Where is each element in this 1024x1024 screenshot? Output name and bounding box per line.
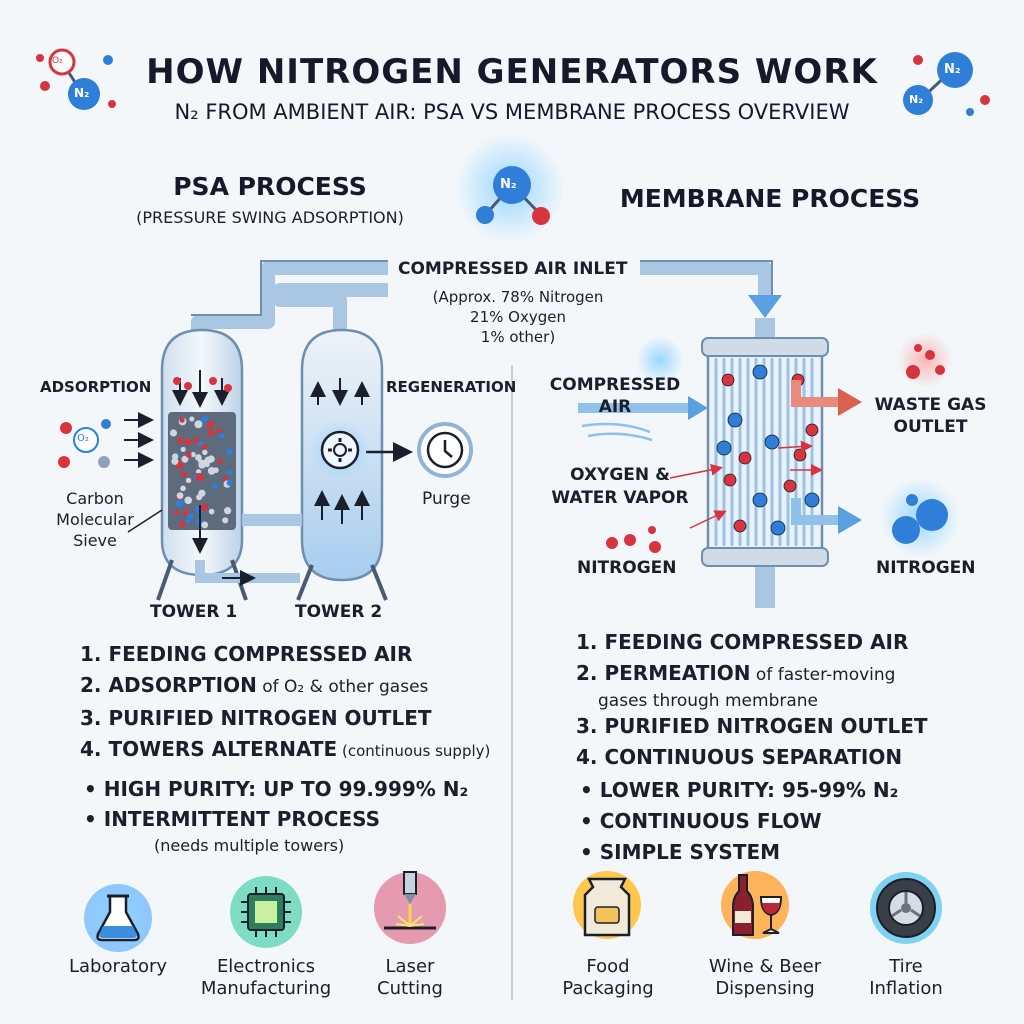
membrane-bullet-2: • CONTINUOUS FLOW (580, 809, 822, 833)
center-n2-molecule (455, 133, 565, 243)
membrane-step-3: 3. PURIFIED NITROGEN OUTLET (576, 714, 928, 738)
psa-step-3: 3. PURIFIED NITROGEN OUTLET (80, 706, 432, 730)
gear-icon (310, 420, 370, 480)
inlet-line-2: 21% Oxygen (470, 308, 566, 326)
membrane-step-4: 4. CONTINUOUS SEPARATION (576, 745, 903, 769)
nitrogen-left-label: NITROGEN (577, 558, 677, 578)
psa-bullet-note: (needs multiple towers) (154, 836, 345, 855)
tire-icon (870, 872, 942, 944)
sieve-label-3: Sieve (73, 531, 117, 550)
sieve-label-1: Carbon (66, 489, 124, 508)
sieve-label: Carbon Molecular Sieve (52, 488, 138, 551)
membrane-bullets: • LOWER PURITY: 95-99% N₂ • CONTINUOUS F… (580, 775, 1000, 868)
membrane-step-1: 1. FEEDING COMPRESSED AIR (576, 630, 909, 654)
app-laboratory: Laboratory (68, 956, 168, 977)
header-molecules-left (36, 48, 116, 110)
o2-left-label: O₂ (77, 433, 89, 444)
membrane-step-2-cont: gases through membrane (598, 691, 818, 711)
inlet-pipes (191, 261, 772, 340)
nitrogen-left-molecules (636, 336, 684, 384)
n2-molecule-label-left: N₂ (74, 86, 90, 100)
adsorption-label: ADSORPTION (40, 378, 152, 396)
psa-step-2: 2. ADSORPTION of O₂ & other gases (80, 673, 429, 697)
nitrogen-right-label: NITROGEN (876, 558, 976, 578)
psa-title: PSA PROCESS (173, 172, 367, 201)
tower-2-label: TOWER 2 (295, 602, 383, 622)
page-title: HOW NITROGEN GENERATORS WORK (146, 52, 878, 92)
page-subtitle: N₂ FROM AMBIENT AIR: PSA VS MEMBRANE PRO… (174, 100, 850, 124)
inlet-label: COMPRESSED AIR INLET (398, 259, 628, 279)
psa-bullets: • HIGH PURITY: UP TO 99.999% N₂ • INTERM… (84, 774, 504, 858)
wine-icon (721, 871, 789, 939)
sieve-label-2: Molecular (56, 510, 134, 529)
psa-subtitle: (PRESSURE SWING ADSORPTION) (136, 208, 404, 227)
psa-step-4: 4. TOWERS ALTERNATE (continuous supply) (80, 737, 491, 761)
inlet-line-3: 1% other) (480, 328, 556, 346)
flask-icon (84, 884, 152, 952)
oxygen-water-label: OXYGEN &WATER VAPOR (551, 465, 689, 508)
clock-icon (417, 422, 473, 478)
membrane-bullet-1: • LOWER PURITY: 95-99% N₂ (580, 778, 899, 802)
tower-1-label: TOWER 1 (150, 602, 238, 622)
n2-molecule-label-right: N₂ (944, 62, 961, 77)
psa-steps: 1. FEEDING COMPRESSED AIR 2. ADSORPTION … (80, 639, 520, 767)
membrane-title: MEMBRANE PROCESS (619, 184, 921, 213)
n2-molecule-label-right-2: N₂ (909, 93, 924, 106)
laser-icon (374, 871, 446, 944)
food-bag-icon (573, 871, 641, 939)
waste-gas-molecules (897, 332, 953, 388)
membrane-step-2: 2. PERMEATION of faster-moving (576, 661, 896, 685)
regeneration-label: REGENERATION (386, 378, 517, 396)
psa-step-1: 1. FEEDING COMPRESSED AIR (80, 642, 413, 666)
chip-icon (230, 876, 302, 948)
psa-bullet-1: • HIGH PURITY: UP TO 99.999% N₂ (84, 777, 469, 801)
header-molecules-right (903, 52, 990, 116)
inlet-composition: (Approx. 78% Nitrogen 21% Oxygen 1% othe… (398, 287, 638, 347)
membrane-steps: 1. FEEDING COMPRESSED AIR 2. PERMEATION … (576, 627, 1016, 773)
inlet-line-1: (Approx. 78% Nitrogen (432, 288, 604, 306)
membrane-module (701, 318, 829, 608)
center-n2-label: N₂ (500, 177, 517, 192)
o2-molecules (58, 419, 111, 468)
psa-bullet-2: • INTERMITTENT PROCESS (84, 807, 381, 831)
oxygen-left-molecules (606, 526, 661, 553)
o2-molecule-label: O₂ (52, 56, 63, 66)
purge-label: Purge (422, 489, 471, 509)
nitrogen-right-molecules (880, 478, 960, 558)
membrane-bullet-3: • SIMPLE SYSTEM (580, 840, 781, 864)
